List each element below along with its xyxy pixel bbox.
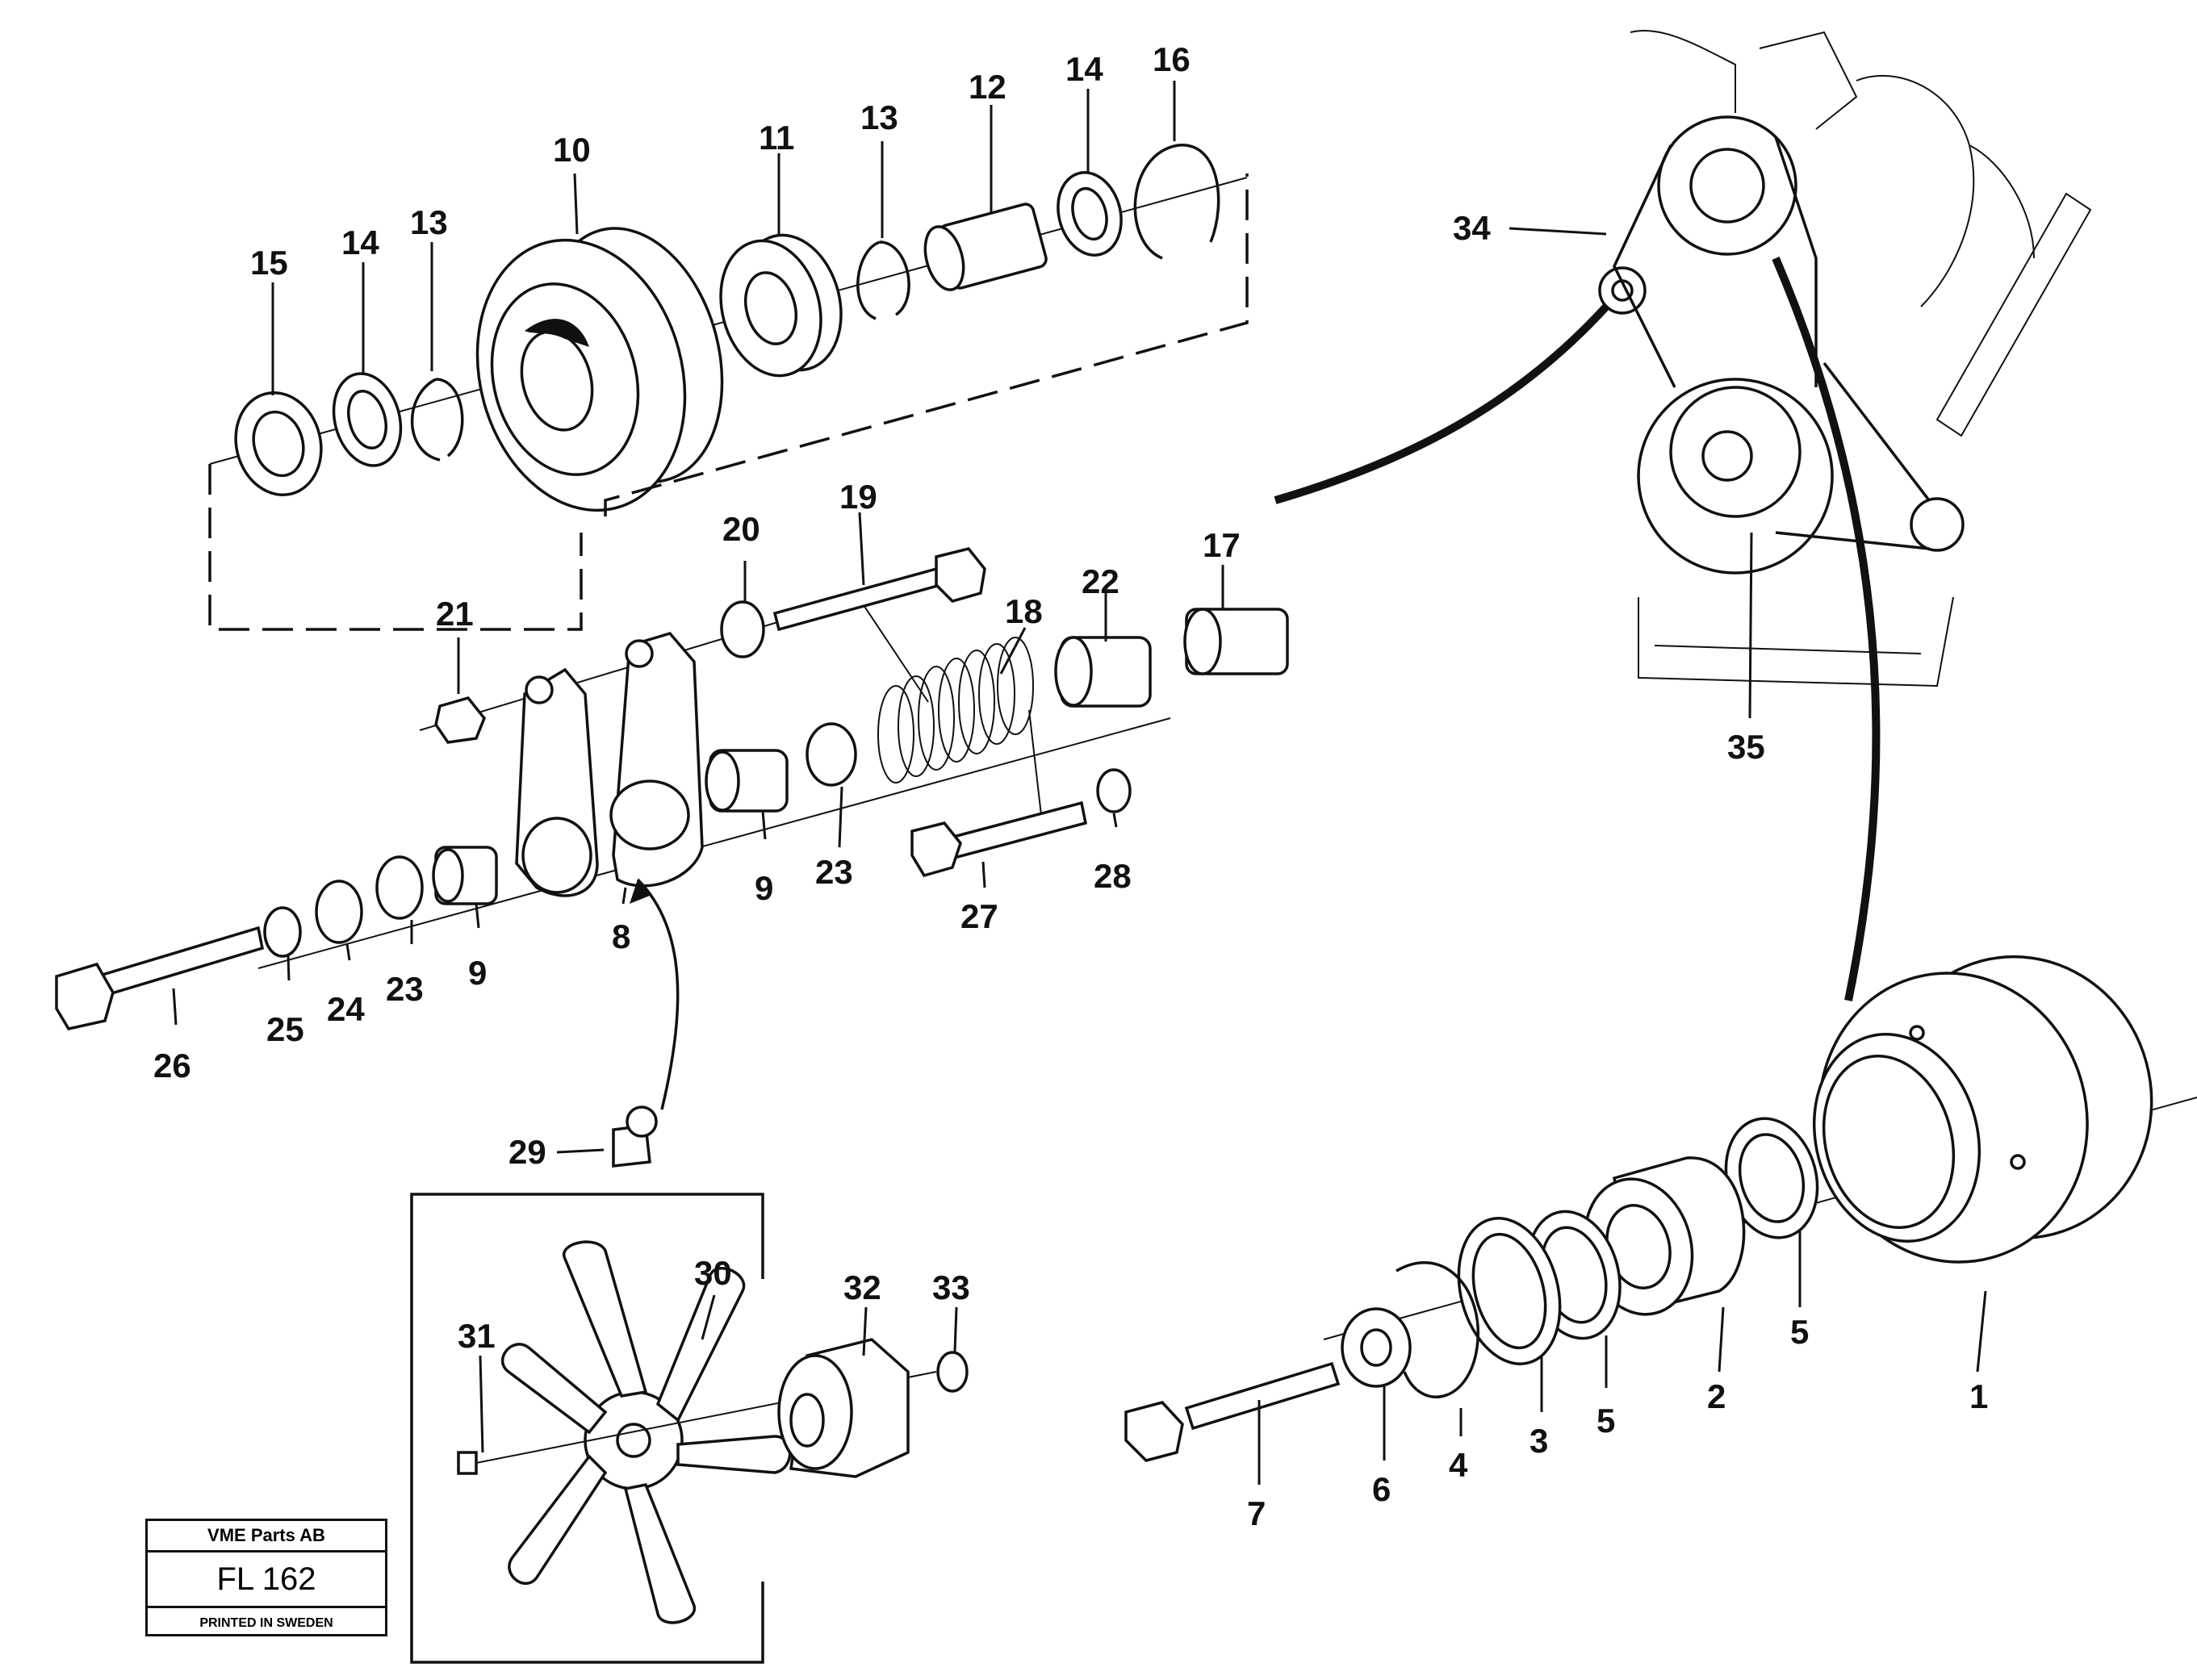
part-label: 17 bbox=[1203, 526, 1241, 564]
part-label: 27 bbox=[960, 897, 998, 935]
part-label: 16 bbox=[1153, 40, 1191, 78]
part-label: 7 bbox=[1247, 1494, 1266, 1532]
part-label: 5 bbox=[1790, 1313, 1809, 1351]
part-label: 13 bbox=[410, 203, 448, 241]
part-label: 25 bbox=[266, 1010, 304, 1048]
stamp-company: VME Parts AB bbox=[148, 1521, 385, 1553]
upper-pulley-assembly bbox=[208, 144, 1249, 631]
fan-assembly bbox=[410, 1193, 969, 1664]
spring bbox=[863, 604, 1042, 816]
engine-view bbox=[1274, 30, 2092, 1002]
part-label: 32 bbox=[843, 1268, 881, 1306]
part-label: 19 bbox=[839, 478, 877, 516]
part-label: 9 bbox=[468, 954, 487, 992]
part-label: 9 bbox=[755, 869, 773, 907]
part-label: 1 bbox=[1969, 1377, 1988, 1415]
part-label: 33 bbox=[932, 1268, 970, 1306]
part-label: 31 bbox=[458, 1317, 496, 1355]
part-label: 14 bbox=[1065, 50, 1103, 88]
tensioner-arm-assembly bbox=[55, 547, 1289, 1168]
part-label: 30 bbox=[694, 1254, 732, 1292]
part-label: 21 bbox=[436, 595, 474, 633]
part-label: 6 bbox=[1372, 1470, 1391, 1508]
part-label: 24 bbox=[327, 990, 365, 1028]
part-label: 23 bbox=[386, 970, 424, 1008]
part-label: 12 bbox=[969, 68, 1006, 106]
title-stamp: VME Parts AB FL 162 PRINTED IN SWEDEN bbox=[145, 1519, 387, 1636]
part-label: 23 bbox=[815, 853, 853, 891]
part-label: 15 bbox=[250, 244, 288, 282]
part-label: 34 bbox=[1453, 209, 1491, 247]
fan-blades bbox=[501, 1240, 792, 1624]
crank-pulley-assembly bbox=[1124, 955, 2197, 1462]
part-labels: 1 2 3 4 5 5 6 7 8 9 9 10 11 12 13 13 14 … bbox=[153, 40, 1988, 1532]
part-label: 35 bbox=[1727, 728, 1765, 766]
part-label: 29 bbox=[508, 1133, 546, 1171]
part-label: 11 bbox=[759, 119, 794, 157]
stamp-code: FL 162 bbox=[148, 1553, 385, 1608]
part-label: 28 bbox=[1094, 857, 1132, 895]
part-label: 3 bbox=[1530, 1422, 1548, 1460]
part-label: 4 bbox=[1449, 1446, 1468, 1484]
part-label: 5 bbox=[1596, 1402, 1615, 1440]
part-label: 22 bbox=[1082, 562, 1119, 600]
stamp-printed: PRINTED IN SWEDEN bbox=[199, 1616, 333, 1630]
part-label: 13 bbox=[860, 98, 898, 136]
part-label: 20 bbox=[722, 510, 760, 548]
part-label: 26 bbox=[153, 1047, 191, 1084]
part-label: 10 bbox=[553, 131, 591, 169]
part-label: 14 bbox=[341, 224, 379, 261]
part-label: 2 bbox=[1707, 1377, 1726, 1415]
part-label: 18 bbox=[1005, 592, 1043, 630]
part-label: 8 bbox=[612, 917, 630, 955]
